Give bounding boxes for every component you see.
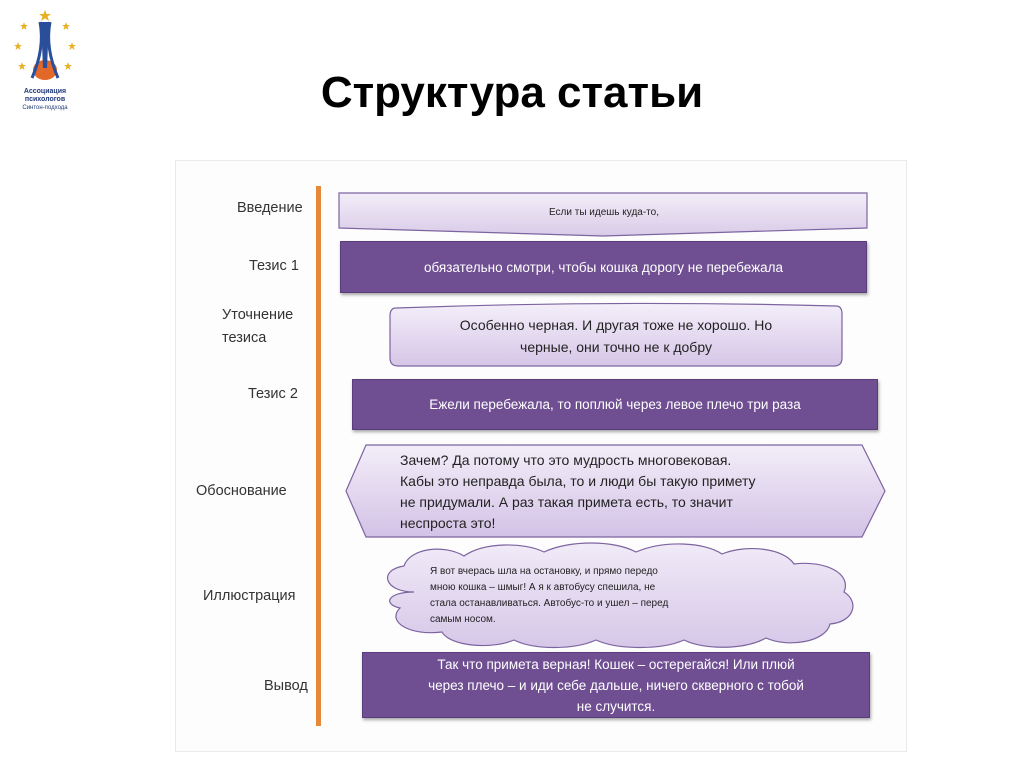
page-title: Структура статьи xyxy=(320,68,704,117)
logo-emblem-icon xyxy=(14,10,76,80)
logo-line: психологов xyxy=(24,96,66,103)
box-line: черные, они точно не к добру xyxy=(520,339,712,355)
box-line: не случится. xyxy=(576,698,656,714)
label-intro: Введение xyxy=(237,200,303,216)
thesis2-box: Ежели перебежала, то поплюй через левое … xyxy=(352,379,878,430)
association-logo: Ассоциация психологов Синтон-подхода xyxy=(10,8,80,118)
logo-line: Ассоциация xyxy=(23,88,67,95)
box-line: через плечо – и иди себе дальше, ничего … xyxy=(428,677,804,693)
intro-box: Если ты идешь куда-то, xyxy=(549,206,659,218)
box-line: самым носом. xyxy=(430,614,496,625)
clarification-box: Особенно черная. И другая тоже не хорошо… xyxy=(390,308,842,364)
justification-box: Зачем? Да потому что это мудрость многов… xyxy=(400,448,830,536)
logo-line: Синтон-подхода xyxy=(22,105,68,111)
label-thesis1: Тезис 1 xyxy=(249,258,299,274)
label-justification: Обоснование xyxy=(196,483,287,499)
box-line: стала останавливаться. Автобус-то и ушел… xyxy=(430,598,669,609)
box-line: Кабы это неправда была, то и люди бы так… xyxy=(400,473,756,489)
logo-text: Ассоциация психологов Синтон-подхода xyxy=(10,88,80,112)
box-line: неспроста это! xyxy=(400,515,496,531)
label-illustration: Иллюстрация xyxy=(203,588,296,604)
clarification-box-shape xyxy=(389,302,843,367)
box-line: не придумали. А раз такая примета есть, … xyxy=(400,494,733,510)
justification-box-shape xyxy=(345,444,886,538)
timeline-bar xyxy=(316,186,321,726)
box-line: мною кошка – шмыг! А я к автобусу спешил… xyxy=(430,582,656,593)
intro-box-shape xyxy=(338,192,868,237)
illustration-box: Я вот вчерась шла на остановку, и прямо … xyxy=(430,556,790,636)
label-clarification: Уточнение тезиса xyxy=(222,305,293,348)
box-line: Так что примета верная! Кошек – остерега… xyxy=(437,656,795,672)
conclusion-box: Так что примета верная! Кошек – остерега… xyxy=(362,652,870,718)
box-line: Зачем? Да потому что это мудрость многов… xyxy=(400,452,732,468)
illustration-cloud-shape xyxy=(387,542,854,649)
box-line: Я вот вчерась шла на остановку, и прямо … xyxy=(430,566,658,577)
label-thesis2: Тезис 2 xyxy=(248,386,298,402)
label-line: Уточнение xyxy=(222,307,294,323)
label-conclusion: Вывод xyxy=(264,678,308,694)
box-line: Особенно черная. И другая тоже не хорошо… xyxy=(459,317,773,333)
label-line: тезиса xyxy=(222,330,267,346)
thesis1-box: обязательно смотри, чтобы кошка дорогу н… xyxy=(340,241,867,293)
